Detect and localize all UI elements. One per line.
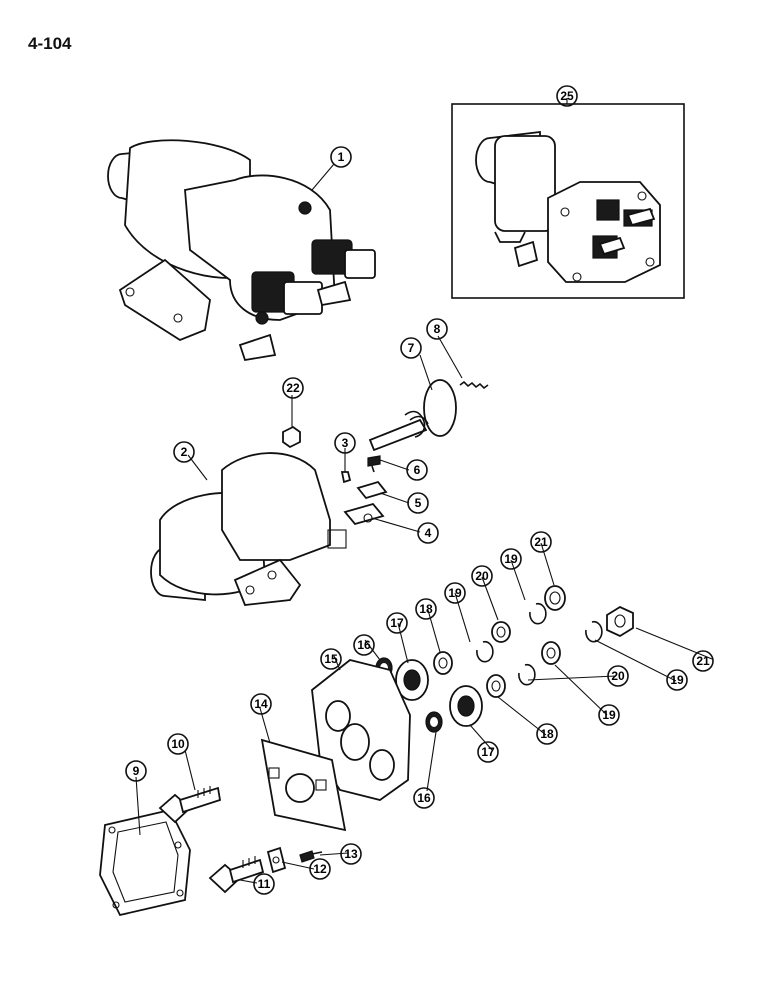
callout-label: 17	[481, 745, 495, 759]
callout-label: 6	[414, 463, 421, 477]
insulator-plate	[260, 738, 347, 832]
callout-21: 21	[530, 531, 552, 553]
callout-label: 19	[670, 673, 684, 687]
callout-label: 16	[357, 638, 371, 652]
callout-label: 19	[448, 586, 462, 600]
callout-21: 21	[692, 650, 714, 672]
callout-label: 7	[408, 341, 415, 355]
callout-8: 8	[426, 318, 448, 340]
callout-label: 2	[181, 445, 188, 459]
callout-17: 17	[386, 612, 408, 634]
callout-label: 14	[254, 697, 268, 711]
washer-stack	[375, 585, 634, 733]
callout-2: 2	[173, 441, 195, 463]
callout-label: 19	[602, 708, 616, 722]
callout-20: 20	[607, 665, 629, 687]
callout-6: 6	[406, 459, 428, 481]
callout-label: 3	[342, 436, 349, 450]
callout-20: 20	[471, 565, 493, 587]
callout-18: 18	[415, 598, 437, 620]
inset-solenoid-assembly	[451, 98, 685, 299]
callout-13: 13	[340, 843, 362, 865]
small-hardware	[282, 425, 388, 526]
bolts-and-clips	[158, 786, 323, 894]
callout-label: 11	[258, 877, 271, 891]
callout-label: 21	[534, 535, 548, 549]
callout-label: 21	[696, 654, 710, 668]
gasket	[99, 808, 191, 917]
callout-19: 19	[598, 704, 620, 726]
callout-14: 14	[250, 693, 272, 715]
callout-25: 25	[556, 85, 578, 107]
callout-17: 17	[477, 741, 499, 763]
callout-19: 19	[444, 582, 466, 604]
callout-22: 22	[282, 377, 304, 399]
callout-1: 1	[330, 146, 352, 168]
callout-label: 19	[504, 552, 518, 566]
callout-label: 10	[171, 737, 185, 751]
callout-label: 4	[425, 526, 432, 540]
callout-9: 9	[125, 760, 147, 782]
callout-3: 3	[334, 432, 356, 454]
callout-label: 15	[324, 652, 338, 666]
callout-label: 17	[390, 616, 404, 630]
callout-16: 16	[413, 787, 435, 809]
callout-label: 8	[434, 322, 441, 336]
callout-4: 4	[417, 522, 439, 544]
callout-label: 22	[286, 381, 300, 395]
leader-lines	[135, 163, 713, 884]
plunger-and-spring	[368, 379, 489, 452]
terminal-plate	[311, 659, 411, 801]
callout-label: 12	[313, 862, 327, 876]
callout-18: 18	[536, 723, 558, 745]
callout-19: 19	[666, 669, 688, 691]
callout-label: 1	[338, 150, 345, 164]
callout-16: 16	[353, 634, 375, 656]
callout-7: 7	[400, 337, 422, 359]
callout-label: 13	[344, 847, 358, 861]
callout-label: 5	[415, 496, 422, 510]
solenoid-body	[150, 452, 347, 606]
page-number: 4-104	[28, 34, 72, 53]
callout-5: 5	[407, 492, 429, 514]
callout-15: 15	[320, 648, 342, 670]
callout-label: 9	[133, 764, 140, 778]
callout-label: 25	[560, 89, 574, 103]
callout-label: 20	[611, 669, 625, 683]
callout-19: 19	[500, 548, 522, 570]
callout-12: 12	[309, 858, 331, 880]
solenoid-assembly	[107, 139, 376, 362]
callout-label: 18	[540, 727, 554, 741]
callout-10: 10	[167, 733, 189, 755]
callout-label: 16	[417, 791, 431, 805]
callout-label: 18	[419, 602, 433, 616]
callout-label: 20	[475, 569, 489, 583]
callout-11: 11	[253, 873, 275, 895]
